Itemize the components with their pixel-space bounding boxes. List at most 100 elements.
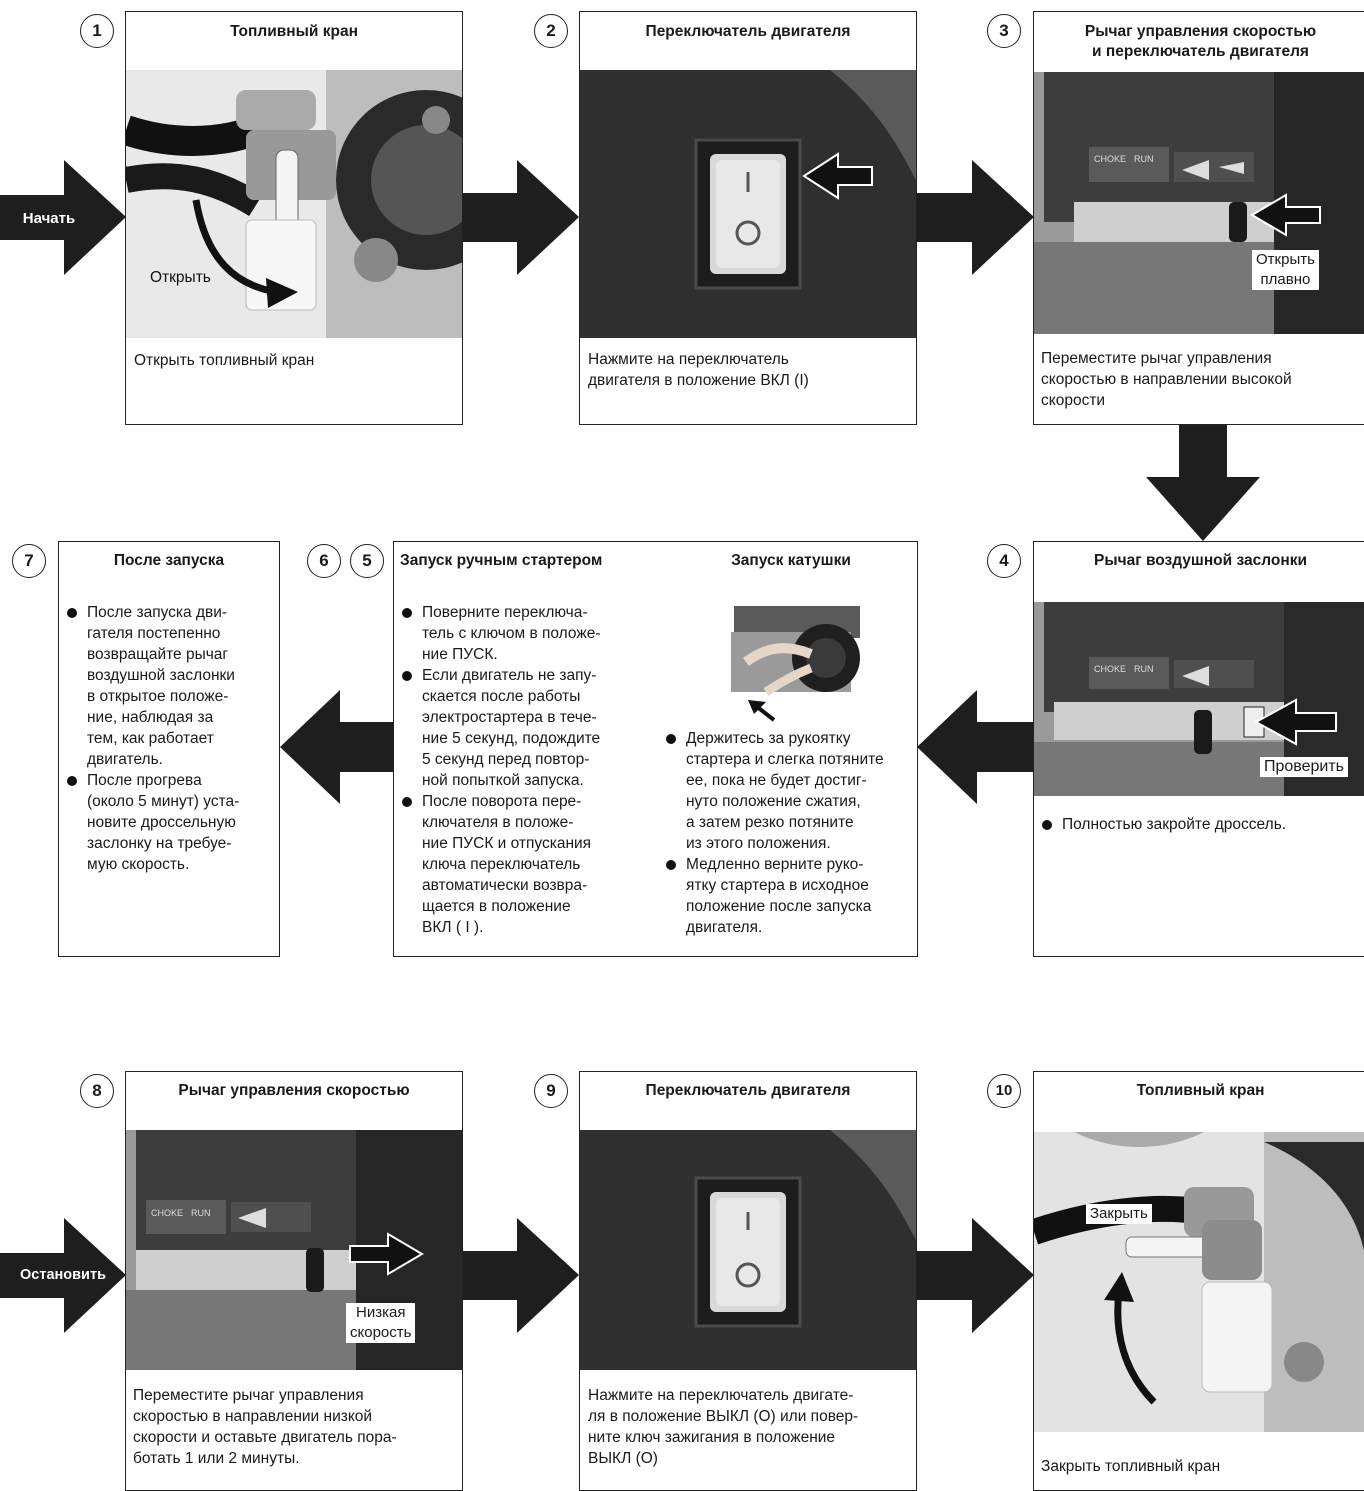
step-5-bullets: Держитесь за рукоятку стартера и слегка …	[664, 728, 919, 938]
step-9-number: 9	[534, 1074, 568, 1108]
step-6-b2-l2: скается после работы	[422, 688, 581, 705]
start-label: Начать	[22, 210, 76, 227]
step-7-b1-l3: возвращайте рычаг	[87, 646, 229, 663]
step-6-b3-l6: щается в положение	[422, 898, 571, 915]
engine-switch-on-photo	[580, 70, 916, 338]
step-3-description: Переместите рычаг управления скоростью в…	[1041, 348, 1292, 411]
step-7-b1-l5: в открытое положе-	[87, 688, 229, 705]
step-10-title: Топливный кран	[1136, 1082, 1265, 1099]
step-6-b3-l5: автоматически возвра-	[422, 877, 588, 894]
step-6-b3-l2: ключателя в положе-	[422, 814, 574, 831]
step-4-photo-label: Проверить	[1260, 757, 1349, 777]
step-7-b2-l2: (около 5 минут) уста-	[87, 793, 240, 810]
step-2-box: Переключатель двигателя Нажмите на перек…	[579, 11, 917, 425]
step-6-title: Запуск ручным стартером	[400, 552, 603, 569]
step-4-decal-run: RUN	[1134, 664, 1154, 674]
step-7-b2-l5: мую скорость.	[87, 856, 190, 873]
step-6-b3-l3: ние ПУСК и отпускания	[422, 835, 592, 852]
step-8-desc-line-1: Переместите рычаг управления	[133, 1387, 364, 1404]
step-4-title: Рычаг воздушной заслонки	[1094, 552, 1307, 569]
step-8-box: Рычаг управления скоростью CHOKE RUN Пер…	[125, 1071, 463, 1491]
step-8-title: Рычаг управления скоростью	[178, 1082, 410, 1099]
step-6-b1-l1: Поверните переключа-	[422, 604, 588, 621]
step-10-photo-label: Закрыть	[1086, 1204, 1152, 1224]
step-3-decal-run: RUN	[1134, 154, 1154, 164]
step-5-b2-l3: положение после запуска	[686, 898, 872, 915]
step-7-title: После запуска	[113, 552, 225, 569]
step-6-b1-l3: ние ПУСК.	[422, 646, 498, 663]
arrow-4-to-5	[917, 690, 1033, 804]
arrow-1-to-2	[463, 160, 579, 275]
arrow-9-to-10	[917, 1218, 1034, 1333]
step-3-tag-line-2: плавно	[1260, 271, 1311, 288]
step-3-desc-line-2: скоростью в направлении высокой	[1041, 371, 1292, 388]
step-8-tag-line-2: скорость	[350, 1324, 412, 1341]
step-7-b1-l4: воздушной заслонки	[87, 667, 235, 684]
step-4-box: Рычаг воздушной заслонки CHOKE RUN Прове…	[1033, 541, 1364, 957]
step-7-bullet-1: После запуска дви- гателя постепенно воз…	[65, 602, 277, 770]
step-9-box: Переключатель двигателя Нажмите на перек…	[579, 1071, 917, 1491]
step-8-desc-line-3: скорости и оставьте двигатель пора-	[133, 1429, 397, 1446]
step-6-number: 6	[307, 544, 341, 578]
step-5-b1-l5: а затем резко потяните	[686, 814, 854, 831]
step-8-desc-line-2: скоростью в направлении низкой	[133, 1408, 373, 1425]
step-8-tag: Низкая скорость	[346, 1303, 416, 1343]
step-3-desc-line-1: Переместите рычаг управления	[1041, 350, 1272, 367]
step-7-number: 7	[12, 544, 46, 578]
step-4-bullet: Полностью закройте дроссель.	[1040, 814, 1360, 835]
step-9-desc-line-4: ВЫКЛ (О)	[588, 1450, 658, 1467]
step-2-desc-line-2: двигателя в положение ВКЛ (I)	[588, 372, 809, 389]
step-7-b1-l8: двигатель.	[87, 751, 163, 768]
step-8-description: Переместите рычаг управления скоростью в…	[133, 1385, 397, 1469]
arrow-6-to-7	[280, 690, 393, 804]
step-7-box: После запуска После запуска дви- гателя …	[58, 541, 280, 957]
step-7-bullets: После запуска дви- гателя постепенно воз…	[65, 602, 277, 875]
step-1-box: Топливный кран Открыть Открыть топливный…	[125, 11, 463, 425]
step-5-b2-l4: двигателя.	[686, 919, 763, 936]
speed-lever-high-photo: CHOKE RUN	[1034, 72, 1364, 334]
step-5-b1-l3: ее, пока не будет достиг-	[686, 772, 867, 789]
step-7-bullet-2: После прогрева (около 5 минут) уста- нов…	[65, 770, 277, 875]
step-3-tag-line-1: Открыть	[1256, 251, 1315, 268]
step-9-desc-line-2: ля в положение ВЫКЛ (О) или повер-	[588, 1408, 859, 1425]
step-7-b1-l7: тем, как работает	[87, 730, 214, 747]
recoil-starter-photo	[726, 602, 868, 724]
step-5-b1-l2: стартера и слегка потяните	[686, 751, 884, 768]
step-7-b2-l1: После прогрева	[87, 772, 202, 789]
step-8-number: 8	[80, 1074, 114, 1108]
step-5-b1-l6: из этого положения.	[686, 835, 831, 852]
stop-label: Остановить	[20, 1267, 106, 1283]
step-5-b1-l1: Держитесь за рукоятку	[686, 730, 851, 747]
step-7-b1-l6: ние, наблюдая за	[87, 709, 214, 726]
step-6-b2-l5: 5 секунд перед повтор-	[422, 751, 590, 768]
arrow-8-to-9	[463, 1218, 579, 1333]
step-5-bullet-1: Держитесь за рукоятку стартера и слегка …	[664, 728, 919, 854]
fuel-valve-open-photo	[126, 70, 462, 338]
step-6-b2-l1: Если двигатель не запу-	[422, 667, 597, 684]
step-6-b2-l6: ной попыткой запуска.	[422, 772, 584, 789]
step-6-b1-l2: тель с ключом в положе-	[422, 625, 601, 642]
step-6-b3-l7: ВКЛ ( I ).	[422, 919, 484, 936]
step-3-title: Рычаг управления скоростью и переключате…	[1034, 22, 1364, 62]
step-5-bullet-2: Медленно верните руко- ятку стартера в и…	[664, 854, 919, 938]
step-2-desc-line-1: Нажмите на переключатель	[588, 351, 789, 368]
step-5-number: 5	[350, 544, 384, 578]
step-4-decal-choke: CHOKE	[1094, 664, 1126, 674]
step-9-desc-line-1: Нажмите на переключатель двигате-	[588, 1387, 854, 1404]
arrow-3-to-4	[1146, 425, 1260, 541]
step-3-photo-label: Открыть плавно	[1252, 250, 1319, 290]
arrow-2-to-3	[917, 160, 1034, 275]
step-8-decal-choke: CHOKE	[151, 1208, 183, 1218]
step-1-description: Открыть топливный кран	[134, 352, 315, 369]
step-1-title: Топливный кран	[230, 23, 358, 40]
step-3-desc-line-3: скорости	[1041, 392, 1106, 409]
step-5-b2-l2: ятку стартера в исходное	[686, 877, 869, 894]
choke-lever-photo: CHOKE RUN	[1034, 602, 1364, 796]
step-7-b1-l1: После запуска дви-	[87, 604, 228, 621]
step-6-b3-l1: После поворота пере-	[422, 793, 582, 810]
step-5-b1-l4: нуто положение сжатия,	[686, 793, 861, 810]
engine-switch-off-photo	[580, 1130, 916, 1370]
step-4-bullets: Полностью закройте дроссель.	[1040, 814, 1360, 835]
step-8-decal-run: RUN	[191, 1208, 211, 1218]
step-3-title-line-1: Рычаг управления скоростью	[1084, 23, 1317, 40]
